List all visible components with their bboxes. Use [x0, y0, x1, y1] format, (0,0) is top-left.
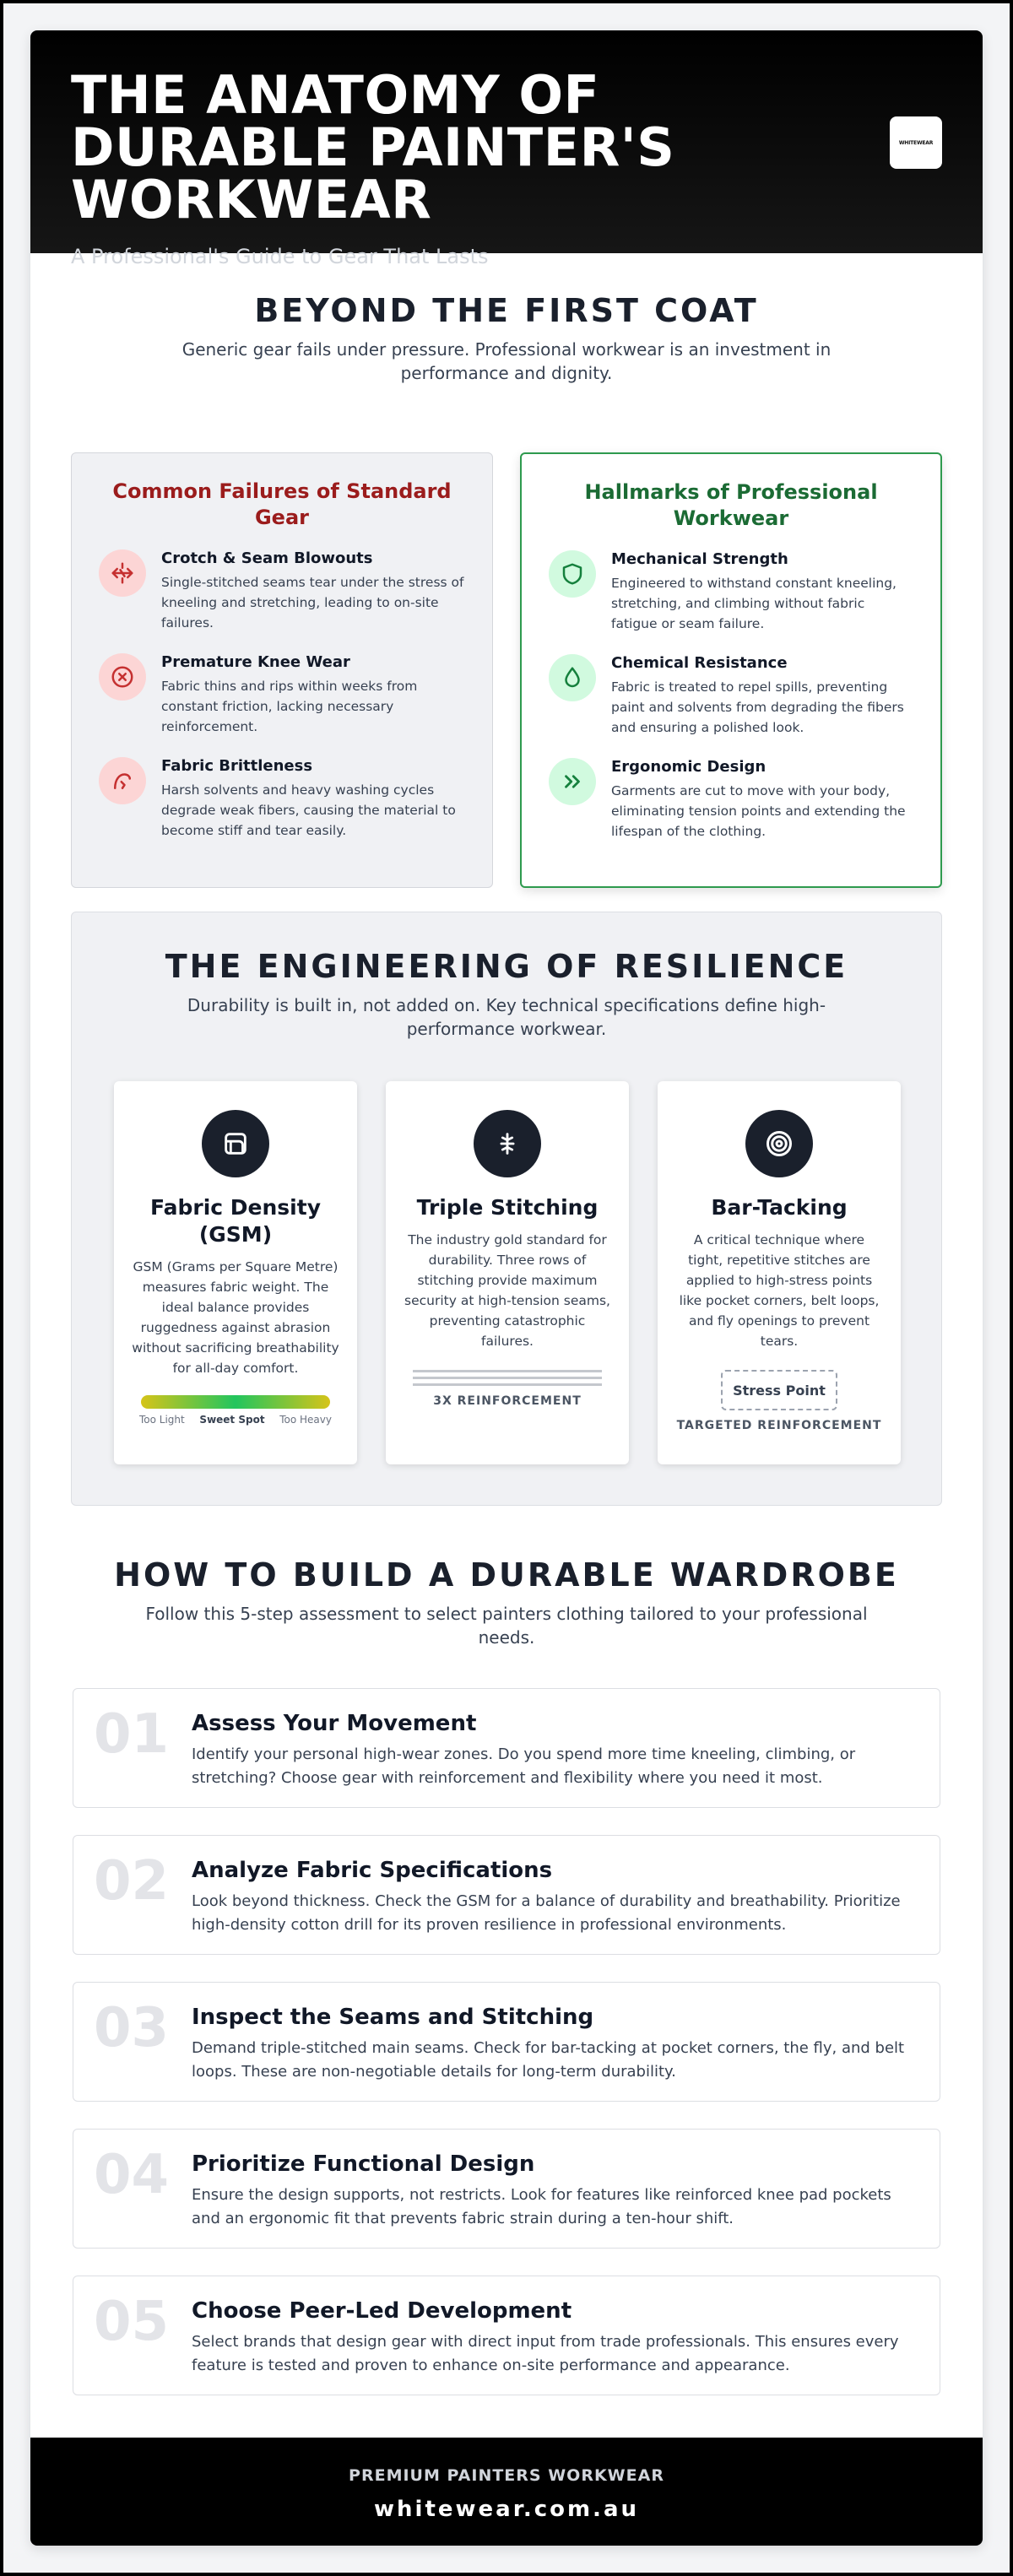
step-title: Analyze Fabric Specifications [192, 1858, 553, 1883]
step-number: 05 [94, 2291, 170, 2353]
step-number: 02 [94, 1850, 170, 1913]
seam-split-icon [99, 549, 146, 597]
section-title: THE ENGINEERING OF RESILIENCE [165, 948, 848, 985]
chevrons-right-icon [549, 758, 596, 805]
section-title: BEYOND THE FIRST COAT [254, 292, 759, 329]
failure-item: Premature Knee Wear Fabric thins and rip… [99, 653, 465, 737]
step-text: Select brands that design gear with dire… [192, 2333, 899, 2374]
card-text: A critical technique where tight, repeti… [679, 1232, 880, 1349]
step-title: Assess Your Movement [192, 1711, 477, 1736]
failures-panel: Common Failures of Standard Gear Crotch … [71, 452, 493, 888]
failure-text: Harsh solvents and heavy washing cycles … [161, 782, 456, 838]
gauge-label-low: Too Light [139, 1414, 185, 1426]
spec-card-bar-tacking: Bar-Tacking A critical technique where t… [658, 1081, 901, 1464]
step-title: Prioritize Functional Design [192, 2151, 535, 2177]
hallmark-title: Mechanical Strength [611, 550, 788, 568]
hallmark-title: Ergonomic Design [611, 758, 767, 776]
failure-text: Single-stitched seams tear under the str… [161, 575, 464, 630]
card-text: GSM (Grams per Square Metre) measures fa… [132, 1259, 339, 1376]
comparison-panels: Common Failures of Standard Gear Crotch … [71, 452, 942, 888]
section-engineering-resilience: THE ENGINEERING OF RESILIENCE Durability… [71, 912, 942, 1506]
section-subtitle: Durability is built in, not added on. Ke… [187, 995, 826, 1039]
steps-list: 01 Assess Your Movement Identify your pe… [73, 1688, 940, 2422]
section-subtitle: Follow this 5-step assessment to select … [145, 1604, 868, 1648]
spec-card-gsm: Fabric Density (GSM) GSM (Grams per Squa… [114, 1081, 357, 1464]
gauge-labels: Too Light Sweet Spot Too Heavy [139, 1414, 332, 1426]
hallmarks-panel: Hallmarks of Professional Workwear Mecha… [520, 452, 942, 888]
card-title: Bar-Tacking [711, 1195, 848, 1220]
broken-fiber-icon [99, 757, 146, 804]
section-durable-wardrobe: HOW TO BUILD A DURABLE WARDROBE Follow t… [30, 1556, 983, 2395]
page-header: THE ANATOMY OF DURABLE PAINTER'S WORKWEA… [30, 30, 983, 268]
hallmark-text: Engineered to withstand constant kneelin… [611, 576, 897, 631]
hallmarks-heading: Hallmarks of Professional Workwear [584, 480, 878, 530]
step-item: 02 Analyze Fabric Specifications Look be… [73, 1835, 940, 1955]
section-title: HOW TO BUILD A DURABLE WARDROBE [114, 1556, 899, 1594]
failure-title: Crotch & Seam Blowouts [161, 549, 373, 567]
droplet-icon [549, 654, 596, 701]
step-number: 04 [94, 2144, 170, 2206]
hallmark-title: Chemical Resistance [611, 654, 788, 672]
page-title: THE ANATOMY OF DURABLE PAINTER'S WORKWEA… [71, 64, 675, 230]
step-text: Look beyond thickness. Check the GSM for… [192, 1892, 901, 1934]
gsm-gauge-bar [141, 1395, 330, 1409]
step-item: 01 Assess Your Movement Identify your pe… [73, 1688, 940, 1808]
stitching-icon [474, 1110, 541, 1177]
failure-item: Crotch & Seam Blowouts Single-stitched s… [99, 549, 465, 633]
hallmark-text: Fabric is treated to repel spills, preve… [611, 679, 904, 735]
stress-point-box: Stress Point [721, 1370, 837, 1410]
step-text: Identify your personal high-wear zones. … [192, 1745, 856, 1787]
card-title: Fabric Density (GSM) [149, 1195, 321, 1247]
failure-text: Fabric thins and rips within weeks from … [161, 679, 418, 734]
spec-cards: Fabric Density (GSM) GSM (Grams per Squa… [114, 1081, 901, 1464]
spec-card-triple-stitching: Triple Stitching The industry gold stand… [386, 1081, 629, 1464]
step-title: Inspect the Seams and Stitching [192, 2005, 594, 2030]
card-title: Triple Stitching [416, 1195, 599, 1220]
gauge-label-high: Too Heavy [279, 1414, 332, 1426]
footer-tagline: PREMIUM PAINTERS WORKWEAR [349, 2466, 664, 2485]
card-text: The industry gold standard for durabilit… [404, 1232, 610, 1349]
failure-title: Fabric Brittleness [161, 757, 313, 775]
footer-site-link[interactable]: whitewear.com.au [374, 2497, 639, 2522]
triple-stitch-lines [413, 1370, 602, 1386]
section-subtitle: Generic gear fails under pressure. Profe… [181, 339, 832, 383]
step-item: 05 Choose Peer-Led Development Select br… [73, 2276, 940, 2395]
failures-heading: Common Failures of Standard Gear [112, 479, 452, 529]
failure-item: Fabric Brittleness Harsh solvents and he… [99, 757, 465, 841]
logo-text: WHITEWEAR [898, 139, 934, 146]
step-number: 03 [94, 1997, 170, 2059]
hallmark-item: Mechanical Strength Engineered to withst… [549, 550, 913, 634]
step-item: 03 Inspect the Seams and Stitching Deman… [73, 1982, 940, 2102]
hallmark-text: Garments are cut to move with your body,… [611, 783, 906, 839]
gauge-label-mid: Sweet Spot [199, 1414, 265, 1426]
section-beyond-first-coat: BEYOND THE FIRST COAT Generic gear fails… [30, 292, 983, 888]
page-subtitle: A Professional's Guide to Gear That Last… [71, 245, 489, 268]
infographic-page: THE ANATOMY OF DURABLE PAINTER'S WORKWEA… [30, 30, 983, 2546]
failure-title: Premature Knee Wear [161, 653, 350, 671]
target-icon [745, 1110, 813, 1177]
card-caption: 3X REINFORCEMENT [433, 1394, 582, 1408]
shield-icon [549, 550, 596, 598]
brand-logo: WHITEWEAR [890, 116, 942, 169]
step-text: Ensure the design supports, not restrict… [192, 2186, 891, 2227]
step-number: 01 [94, 1703, 170, 1766]
page-footer: PREMIUM PAINTERS WORKWEAR whitewear.com.… [30, 2438, 983, 2546]
hallmark-item: Chemical Resistance Fabric is treated to… [549, 654, 913, 738]
fabric-layers-icon [202, 1110, 269, 1177]
step-item: 04 Prioritize Functional Design Ensure t… [73, 2129, 940, 2249]
card-caption: TARGETED REINFORCEMENT [676, 1419, 882, 1432]
step-title: Choose Peer-Led Development [192, 2298, 572, 2324]
step-text: Demand triple-stitched main seams. Check… [192, 2039, 905, 2081]
hallmark-item: Ergonomic Design Garments are cut to mov… [549, 758, 913, 842]
x-circle-icon [99, 653, 146, 701]
